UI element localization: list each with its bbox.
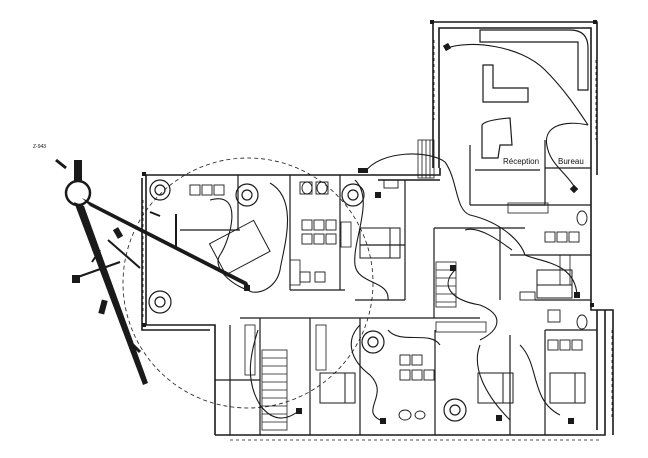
sink-icon (299, 271, 311, 283)
lamp-icon (361, 330, 385, 354)
lamp-icon (235, 183, 259, 207)
figure-code: Z-943 (33, 144, 46, 150)
armchair-icon (544, 231, 556, 243)
reception-desk (479, 29, 589, 159)
compass-arc (122, 157, 374, 409)
facade-dashes (142, 40, 613, 441)
armchair-icon (301, 219, 313, 231)
bed-icon (359, 227, 401, 259)
toilet-icon (576, 210, 588, 226)
armchair-icon (189, 184, 201, 196)
cable-routes (209, 43, 589, 421)
compass-icon (55, 158, 250, 385)
hatched-walls (244, 202, 571, 376)
armchair-icon (547, 339, 559, 351)
armchair-icon (399, 354, 411, 366)
bed-icon (319, 372, 356, 404)
room-label-reception: Réception (503, 157, 539, 166)
lamp-icon (341, 183, 365, 207)
toilet-icon (398, 409, 412, 421)
bed-icons (208, 219, 586, 404)
lamp-icons (148, 179, 467, 422)
stair-icon (261, 139, 457, 431)
bed-icon (477, 372, 514, 404)
room-label-bureau: Bureau (558, 157, 584, 166)
armchair-icons (189, 179, 583, 381)
bed-icon (536, 269, 573, 299)
interior-walls (180, 140, 597, 435)
toilet-icon (301, 181, 313, 195)
lamp-icon (148, 290, 172, 314)
cable-terminals (244, 42, 580, 424)
column-dots (142, 20, 597, 327)
lamp-icon (149, 179, 171, 201)
bed-icon (549, 372, 586, 404)
toilet-icon (576, 314, 588, 330)
toilet-icon (316, 181, 328, 195)
sanitary-icons (299, 181, 588, 421)
sink-icon (414, 410, 426, 420)
lamp-icon (443, 398, 467, 422)
